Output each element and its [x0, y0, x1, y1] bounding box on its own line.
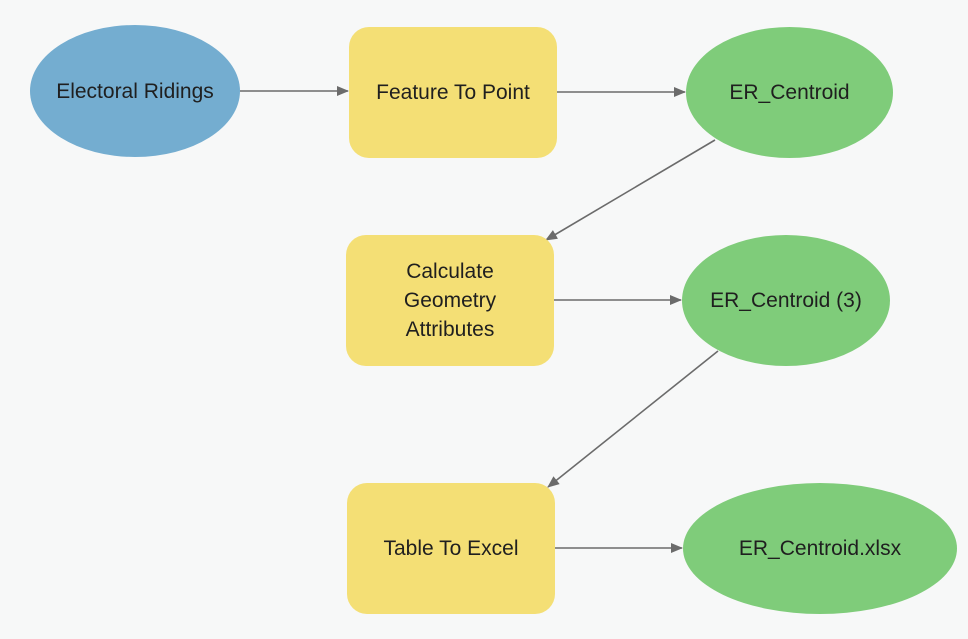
er-centroid-label: ER_Centroid	[729, 81, 850, 104]
feature-to-point-label: Feature To Point	[376, 81, 530, 104]
calculate-geometry-attributes-tool[interactable]: Calculate Geometry Attributes	[346, 235, 554, 366]
er-centroid-xlsx-node[interactable]: ER_Centroid.xlsx	[683, 483, 957, 614]
er-centroid-3-label: ER_Centroid (3)	[710, 289, 862, 312]
er-centroid-xlsx-label: ER_Centroid.xlsx	[738, 537, 902, 560]
electoral-ridings-node[interactable]: Electoral Ridings	[30, 25, 240, 157]
electoral-ridings-label: Electoral Ridings	[56, 79, 214, 103]
table-to-excel-tool[interactable]: Table To Excel	[347, 483, 555, 614]
calculate-geometry-attributes-label: Calculate Geometry Attributes	[403, 260, 497, 341]
table-to-excel-label: Table To Excel	[383, 537, 519, 560]
connector-er-centroid-3-to-table-to-excel[interactable]	[547, 350, 719, 488]
er-centroid-node[interactable]: ER_Centroid	[686, 27, 893, 158]
connector-er-centroid-to-calculate-geometry[interactable]	[545, 139, 716, 241]
feature-to-point-tool[interactable]: Feature To Point	[349, 27, 557, 158]
er-centroid-3-node[interactable]: ER_Centroid (3)	[682, 235, 890, 366]
